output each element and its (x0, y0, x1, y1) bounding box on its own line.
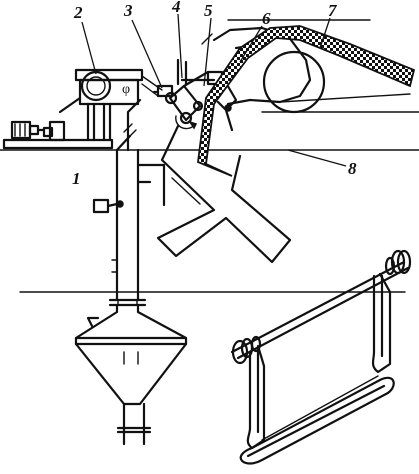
callout-6: 6 (262, 9, 271, 28)
callout-4: 4 (171, 0, 181, 16)
callout-7: 7 (328, 1, 338, 20)
callout-8: 8 (348, 159, 357, 178)
vertical-duct (74, 98, 188, 446)
motor-wheel (80, 70, 112, 102)
swing-mechanism (123, 33, 238, 139)
conveyor-belt (197, 25, 416, 177)
collector-cone (74, 303, 188, 340)
frame-detail (230, 249, 412, 465)
callout-5: 5 (204, 1, 213, 20)
motor-symbol: φ (122, 82, 130, 97)
callout-2: 2 (73, 3, 83, 22)
roller (262, 50, 326, 114)
damper-weight (92, 198, 110, 214)
drive-motor-assembly: φ (2, 68, 163, 150)
callout-3: 3 (123, 1, 133, 20)
callout-1: 1 (72, 169, 81, 188)
reference-lines (0, 19, 419, 293)
y-chute (156, 124, 292, 264)
callout-leaders (81, 13, 347, 167)
